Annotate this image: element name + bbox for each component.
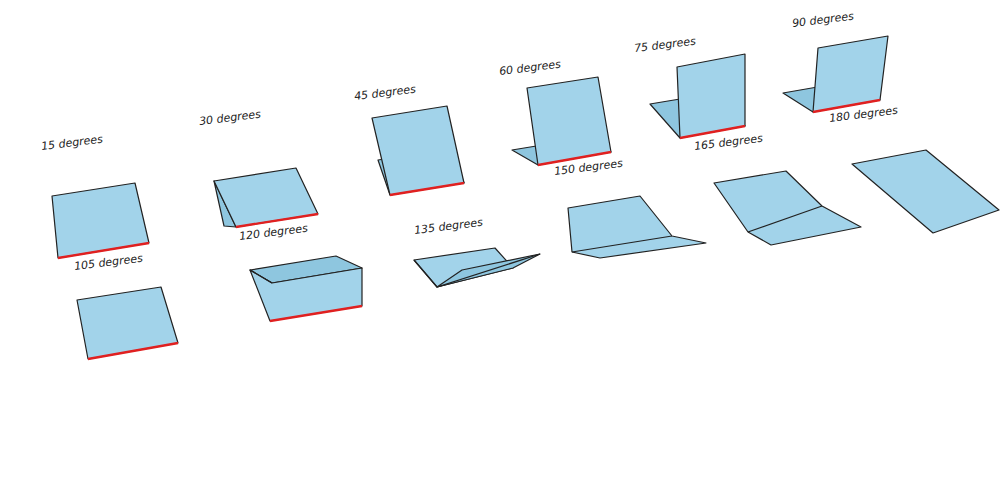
fold-165 xyxy=(714,171,861,245)
fold-30 xyxy=(214,168,318,227)
angle-label: 60 degrees xyxy=(498,58,561,78)
angle-label: 135 degrees xyxy=(413,216,483,237)
fold-150 xyxy=(568,196,706,258)
angle-label: 90 degrees xyxy=(791,10,854,30)
fold-90 xyxy=(783,36,888,112)
angle-label: 75 degrees xyxy=(633,35,696,55)
angle-label: 30 degrees xyxy=(198,108,261,128)
fold-45 xyxy=(372,106,464,195)
fold-180 xyxy=(852,150,999,233)
fold-60 xyxy=(512,77,611,165)
fold-105 xyxy=(77,287,178,359)
angle-label: 45 degrees xyxy=(353,83,416,103)
fold-15 xyxy=(52,183,149,258)
fold-120 xyxy=(250,256,362,321)
angle-label: 15 degrees xyxy=(40,133,103,153)
fold-75 xyxy=(650,54,745,138)
angle-label: 165 degrees xyxy=(693,132,763,153)
fold-135 xyxy=(414,248,540,287)
